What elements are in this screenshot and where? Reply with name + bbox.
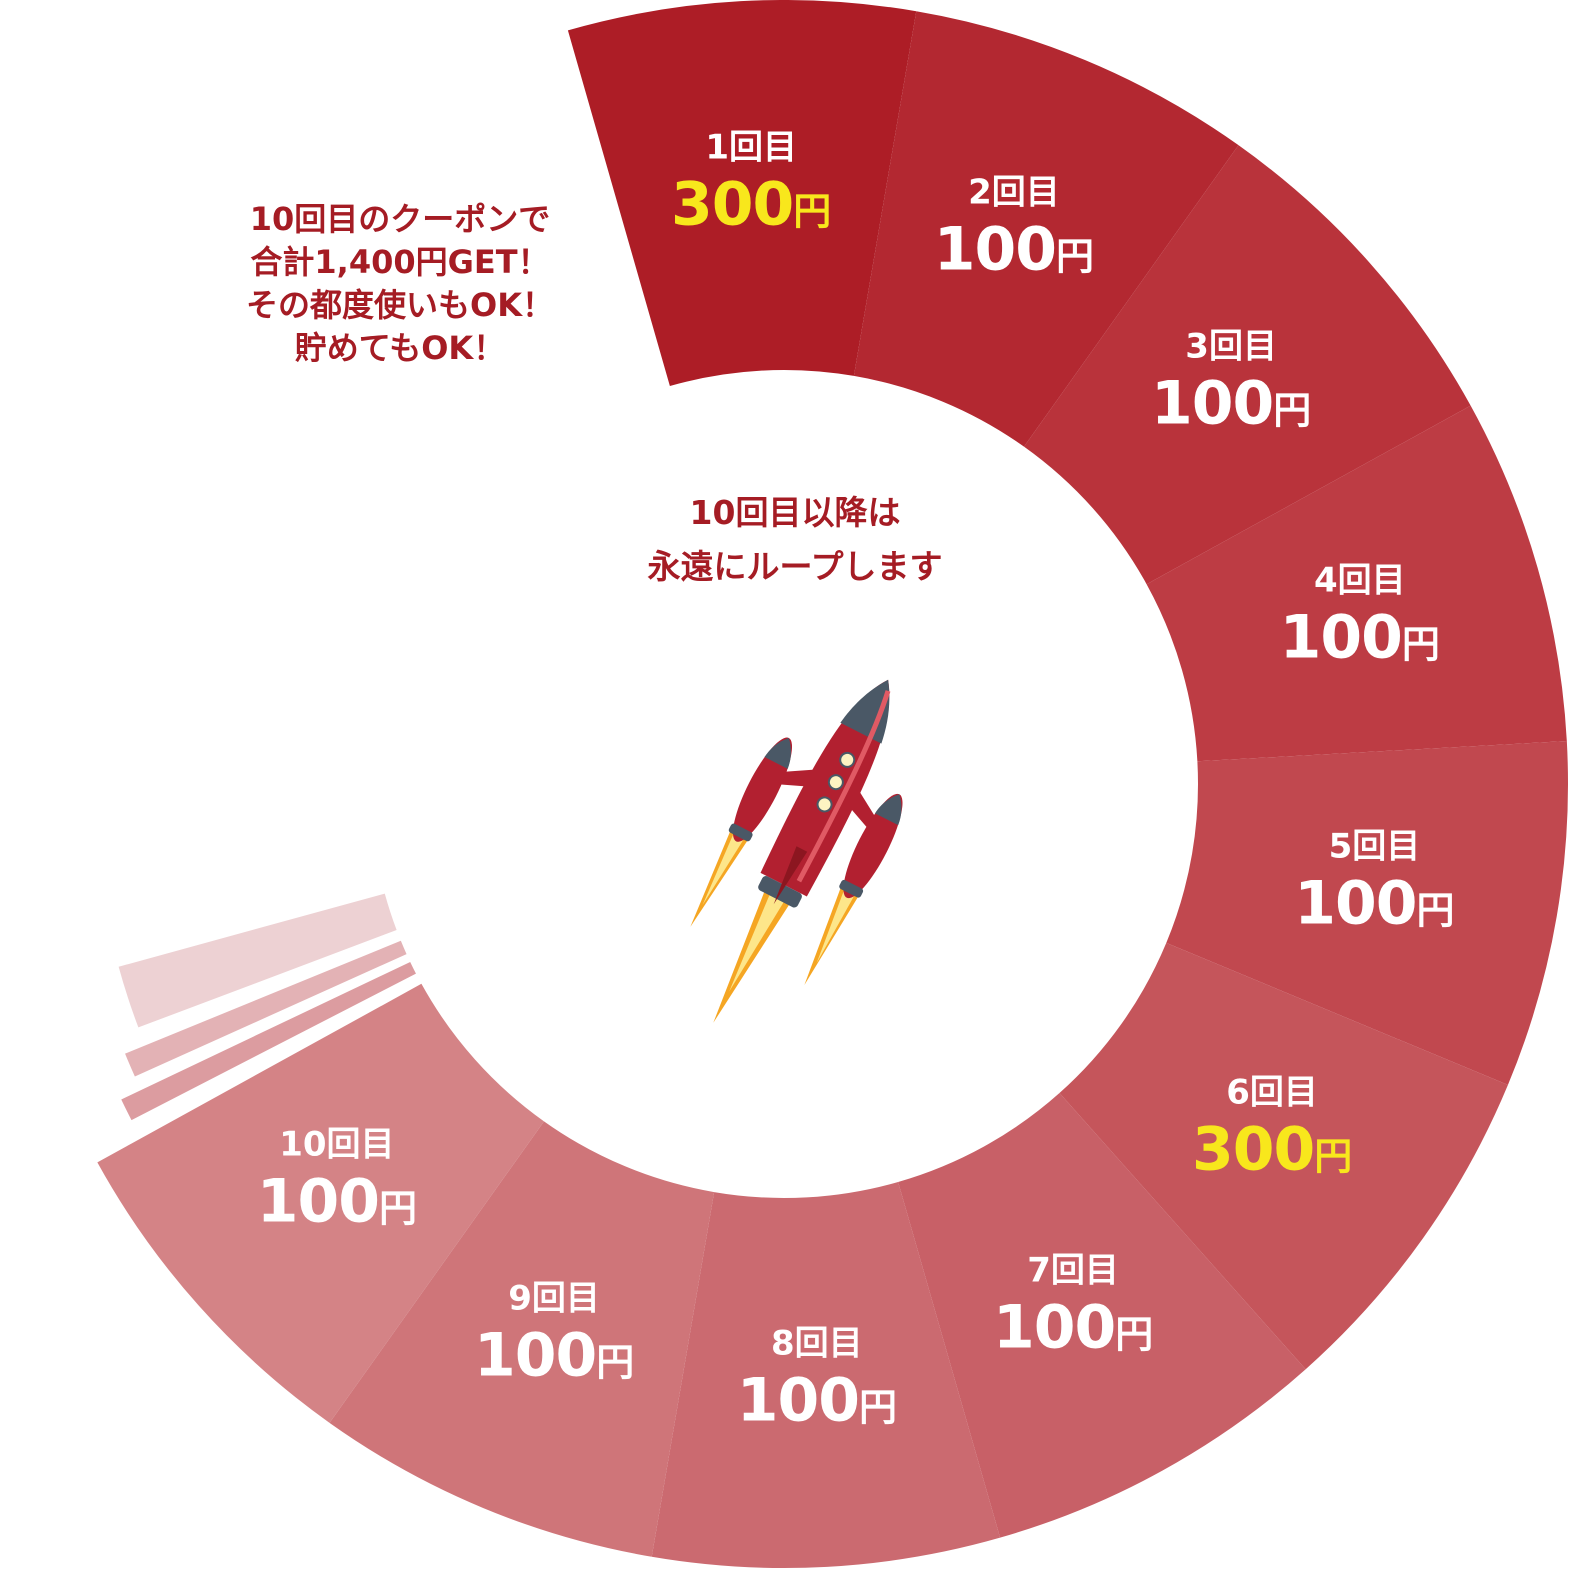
segment-count: 3回目 [1185,326,1277,367]
note-line-3: その都度使いもOK！ [245,286,554,324]
ring-segment-5 [1166,741,1568,1085]
segment-amount-unit: 円 [793,189,832,234]
segment-amount-unit: 円 [1273,388,1312,433]
ring-segment-10 [97,983,545,1423]
segment-count: 10回目 [279,1124,395,1165]
rocket-icon [690,650,920,1040]
ring-segment-6 [1059,942,1508,1370]
segment-amount-unit: 円 [1314,1134,1353,1179]
segment-amount-unit: 円 [1416,888,1455,933]
segment-amount-number: 100 [933,214,1057,285]
segment-count: 9回目 [508,1278,600,1319]
segment-amount: 300円 [671,169,831,246]
ring-segment-2 [853,11,1239,447]
loop-fade-bands [118,893,416,1121]
segment-amount-unit: 円 [596,1340,635,1385]
segment-amount: 100円 [1280,602,1440,679]
segment-amount: 300円 [1192,1115,1352,1192]
segment-count: 2回目 [968,172,1060,213]
fade-band-2 [125,940,407,1077]
note-line-2: 合計1,400円GET！ [250,243,550,281]
segment-amount: 100円 [474,1321,634,1398]
note-line-1: 10回目のクーポンで [249,200,551,238]
segment-count: 7回目 [1027,1250,1119,1291]
segment-amount-unit: 円 [378,1186,417,1231]
segment-amount-number: 300 [1191,1114,1315,1185]
segment-count: 5回目 [1328,826,1421,867]
segment-amount-number: 100 [1279,602,1403,673]
segment-count: 8回目 [770,1323,863,1364]
segment-amount-number: 100 [473,1320,597,1391]
fade-band-3 [118,893,397,1028]
segment-amount-unit: 円 [1056,234,1095,279]
loop-message: 10回目以降は 永遠にループします [560,486,1030,594]
segment-amount: 100円 [993,1292,1153,1369]
note-line-4: 貯めてもOK！ [294,329,506,367]
segment-count: 1回目 [705,127,797,168]
ring-segment-9 [329,1121,715,1557]
fade-band-1 [121,961,416,1121]
segment-amount: 100円 [934,214,1094,291]
ring-segment-3 [1023,145,1471,585]
ring-segment-8 [651,1181,1001,1568]
segment-amount-number: 100 [1294,868,1417,939]
segment-count: 6回目 [1226,1072,1318,1113]
segment-amount: 100円 [1151,369,1311,446]
segment-amount-number: 100 [992,1292,1116,1363]
ring-segment-4 [1146,405,1567,762]
ring-segment-1 [567,0,917,387]
loop-message-line-2: 永遠にループします [647,547,943,586]
segment-amount-number: 300 [671,169,794,240]
segment-count: 4回目 [1313,560,1406,601]
segment-amount-number: 100 [256,1166,380,1237]
coupon-summary-note: 10回目のクーポンで 合計1,400円GET！ その都度使いもOK！ 貯めてもO… [200,198,600,370]
loop-message-line-1: 10回目以降は [689,493,901,532]
segment-amount: 100円 [257,1166,417,1243]
segment-amount-number: 100 [736,1365,860,1436]
ring-segment-7 [898,1093,1306,1538]
segment-amount: 100円 [1294,869,1454,946]
segment-amount: 100円 [737,1366,897,1443]
segment-amount-number: 100 [1150,368,1274,439]
ring-segments [97,0,1568,1568]
segment-amount-unit: 円 [858,1385,897,1430]
segment-amount-unit: 円 [1115,1312,1154,1357]
segment-amount-unit: 円 [1401,622,1440,667]
